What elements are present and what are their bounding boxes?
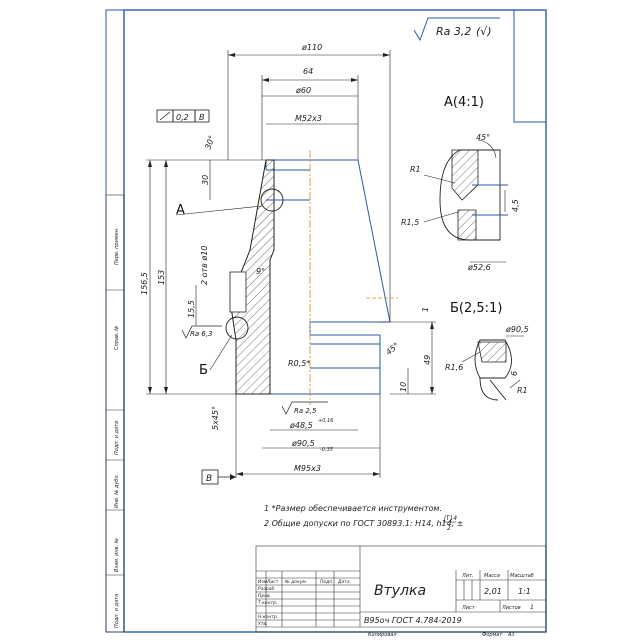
tb-role-2: Т.контр. xyxy=(258,600,278,606)
tolerance-value: 0,2 xyxy=(176,113,189,122)
roughness-r63: Ra 6,3 xyxy=(181,325,222,339)
dim-10: 10 xyxy=(399,382,408,392)
dim-d110: ø110 xyxy=(301,43,322,52)
detail-b-view xyxy=(461,335,524,401)
detail-b-d905: ø90,5 xyxy=(505,325,529,334)
dim-angle-9: 9° xyxy=(256,267,265,276)
detail-b-r16: R1,6 xyxy=(445,363,463,372)
dim-angle-45: 45° xyxy=(384,341,401,357)
radial-hole xyxy=(229,271,247,313)
detail-b-r1: R1 xyxy=(517,386,528,395)
note-2: 2 Общие допуски по ГОСТ 30893.1: H14, h1… xyxy=(264,519,464,528)
detail-a-view xyxy=(423,139,508,263)
detail-b-d6: 6 xyxy=(510,371,519,376)
tb-role-4: Н.контр. xyxy=(258,614,278,620)
dim-chamfer: 5х45° xyxy=(211,406,220,430)
title-block xyxy=(255,545,547,633)
dim-d60: ø60 xyxy=(295,86,311,95)
marker-a: А xyxy=(176,203,185,218)
roughness-r63-text: Ra 6,3 xyxy=(190,330,213,338)
datum-b-label: B xyxy=(206,474,212,484)
roughness-bracket: (√) xyxy=(476,25,492,38)
tb-format-val: А3 xyxy=(507,632,515,638)
side-label-3: Подп. и дата xyxy=(114,421,120,455)
dim-64: 64 xyxy=(303,67,313,76)
dim-15-5: 15,5 xyxy=(187,300,196,318)
tb-sheets-label: Листов xyxy=(501,605,521,611)
dim-d48-5: ø48,5 xyxy=(289,421,313,430)
tb-sheets: 1 xyxy=(530,604,534,611)
detail-a-r15: R1,5 xyxy=(401,218,419,227)
detail-a-d526: ø52,6 xyxy=(467,263,491,272)
dim-m52: M52х3 xyxy=(295,114,322,123)
tb-header-3: Подп. xyxy=(320,579,334,585)
dim-tol-48-5: +0,16 xyxy=(318,418,333,424)
tb-format: Формат xyxy=(482,632,503,638)
dim-d90-5: ø90,5 xyxy=(291,439,315,448)
side-label-5: Взам. инв. № xyxy=(114,538,120,572)
roughness-main: Ra 3,2 xyxy=(436,25,471,38)
dim-49: 49 xyxy=(423,355,432,365)
datum-b: B xyxy=(201,469,236,485)
tb-header-1: Лист xyxy=(266,579,279,585)
dim-m95: M95х3 xyxy=(294,464,321,473)
side-label-2: Справ. № xyxy=(114,326,120,350)
detail-a-r1: R1 xyxy=(410,165,421,174)
dimension-arrows xyxy=(148,53,434,476)
side-label-4: Инв. № дубл. xyxy=(114,474,120,508)
marker-b: Б xyxy=(199,363,208,378)
dim-tol-90-5: -0,35 xyxy=(320,447,333,453)
dim-1: 1 xyxy=(421,307,430,312)
tb-lit-label: Лит. xyxy=(461,573,474,579)
detail-a-circle xyxy=(260,188,284,212)
corner-stamp-box xyxy=(513,9,547,123)
dimension-lines xyxy=(146,50,436,478)
note-fraction-den: 2 xyxy=(447,525,451,532)
tolerance-base: B xyxy=(199,113,205,122)
tb-mass: 2,01 xyxy=(484,587,502,596)
detail-a-d45: 4,5 xyxy=(511,199,520,212)
note-fraction-num: IT14 xyxy=(444,515,457,522)
part-material: B95оч ГОСТ 4.784-2019 xyxy=(364,616,462,625)
detail-b-circle xyxy=(225,316,249,340)
dim-153: 153 xyxy=(157,270,166,285)
side-label-1: Перв. примен. xyxy=(114,227,120,265)
detail-a-title: А(4:1) xyxy=(444,95,484,110)
roughness-r25: Ra 2,5 xyxy=(281,401,328,415)
dim-r05: R0,5* xyxy=(288,359,310,368)
tb-header-4: Дата xyxy=(337,579,350,585)
detail-a-angle: 45° xyxy=(476,133,490,142)
tb-role-1: Пров. xyxy=(258,593,271,599)
dim-156-5: 156,5 xyxy=(140,272,149,295)
tb-sheet-label: Лист xyxy=(461,605,476,611)
tb-role-0: Разраб. xyxy=(258,586,276,592)
detail-b-title: Б(2,5:1) xyxy=(450,301,502,316)
tb-role-5: Утв. xyxy=(258,621,267,627)
tb-header-2: № докум. xyxy=(284,579,307,585)
dim-angle-30: 30° xyxy=(203,134,216,150)
side-strip xyxy=(105,194,125,633)
roughness-symbol: Ra 3,2 (√) xyxy=(413,17,500,42)
tb-header-0: Изм xyxy=(258,579,268,585)
note-1: 1 *Размер обеспечивается инструментом. xyxy=(264,504,442,513)
dim-30: 30 xyxy=(201,175,210,185)
tb-scale-label: Масштаб xyxy=(510,573,534,579)
tb-scale: 1:1 xyxy=(518,587,531,596)
tb-mass-label: Масса xyxy=(484,573,500,579)
tb-copied: Копировал xyxy=(368,632,397,638)
roughness-r25-text: Ra 2,5 xyxy=(294,407,317,415)
side-label-6: Подп. и дата xyxy=(114,594,120,628)
dim-holes: 2 отв ø10 xyxy=(200,245,209,285)
part-name: Втулка xyxy=(374,583,426,599)
tolerance-frame xyxy=(156,109,210,123)
